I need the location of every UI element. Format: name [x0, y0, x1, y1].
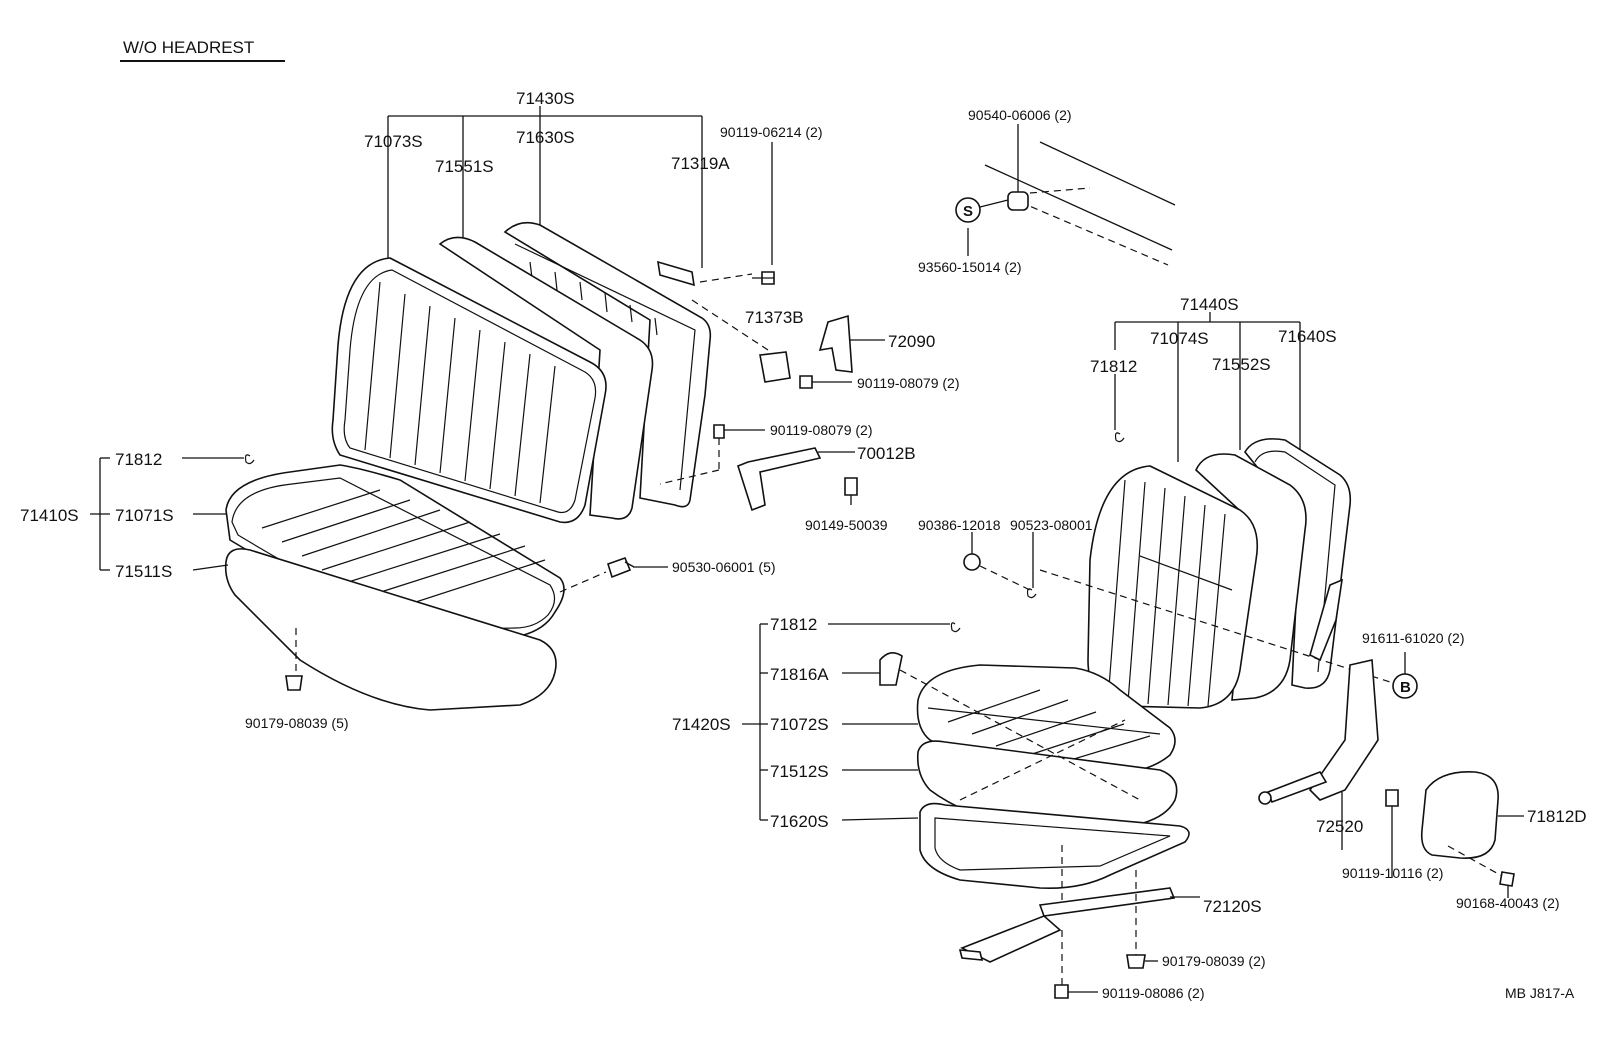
bench-cushion-leader-lines: [90, 457, 668, 672]
part-label: 90168-40043 (2): [1456, 895, 1560, 911]
part-label: 90386-12018: [918, 517, 1001, 533]
part-label: 72120S: [1203, 897, 1262, 916]
part-label: 70012B: [857, 444, 916, 463]
part-label: 71512S: [770, 762, 829, 781]
bucket-back-hardware: [963, 432, 1418, 699]
part-label: 71373B: [745, 308, 804, 327]
part-label: 71640S: [1278, 327, 1337, 346]
part-label: 71551S: [435, 157, 494, 176]
part-label: 90119-10116 (2): [1342, 865, 1443, 881]
bucket-back-leader-lines: [1114, 312, 1301, 462]
part-label: 90119-08079 (2): [770, 422, 872, 438]
top-right-bumper-assembly: [955, 124, 1176, 266]
diagram-title: W/O HEADREST: [123, 38, 254, 57]
part-label: 90179-08039 (5): [245, 715, 349, 731]
bench-back-leader-lines: [387, 106, 773, 268]
part-label: 71812D: [1527, 807, 1587, 826]
bucket-cushion-frame: [919, 802, 1190, 890]
part-label: 90119-08086 (2): [1102, 985, 1204, 1001]
part-label: 90523-08001: [1010, 517, 1093, 533]
part-label: 71430S: [516, 89, 575, 108]
seat-back-frame: [503, 221, 712, 508]
bucket-cushion-leader-lines: [742, 622, 1141, 821]
part-label: 71440S: [1180, 295, 1239, 314]
part-label: 71816A: [770, 665, 829, 684]
part-label: 90530-06001 (5): [672, 559, 776, 575]
bucket-back-frame: [1244, 438, 1352, 689]
part-label: 71319A: [671, 154, 730, 173]
part-label: 71620S: [770, 812, 829, 831]
part-label: 71072S: [770, 715, 829, 734]
part-label: 90119-08079 (2): [857, 375, 959, 391]
part-label: 71812: [1090, 357, 1137, 376]
circle-s-marker: [955, 197, 981, 223]
seat-track-assembly: [958, 845, 1200, 999]
part-label: 90540-06006 (2): [968, 107, 1072, 123]
seat-cushion-pad: [224, 548, 557, 711]
seat-back-cover: [331, 257, 607, 524]
circle-b-label: B: [1400, 679, 1411, 696]
circle-s-label: S: [963, 203, 973, 220]
part-label: 72520: [1316, 817, 1363, 836]
bench-fasteners: [244, 454, 635, 691]
part-label: 71812: [115, 450, 162, 469]
part-label: 72090: [888, 332, 935, 351]
part-label: 71074S: [1150, 329, 1209, 348]
part-label: 71552S: [1212, 355, 1271, 374]
part-label: 71630S: [516, 128, 575, 147]
part-label: 71410S: [20, 506, 79, 525]
bench-back-hardware: [657, 260, 885, 512]
part-label: 71420S: [672, 715, 731, 734]
part-label: 71073S: [364, 132, 423, 151]
part-label: 90119-06214 (2): [720, 124, 822, 140]
diagram-code: MB J817-A: [1505, 985, 1575, 1001]
part-label: 91611-61020 (2): [1362, 630, 1464, 646]
part-label: 71812: [770, 615, 817, 634]
part-label: 93560-15014 (2): [918, 259, 1022, 275]
seat-back-pad: [438, 236, 654, 520]
part-label: 71071S: [115, 506, 174, 525]
recliner-assembly: [1258, 659, 1524, 898]
part-label: 90149-50039: [805, 517, 888, 533]
part-label: 90179-08039 (2): [1162, 953, 1266, 969]
part-label: 71511S: [115, 562, 172, 581]
